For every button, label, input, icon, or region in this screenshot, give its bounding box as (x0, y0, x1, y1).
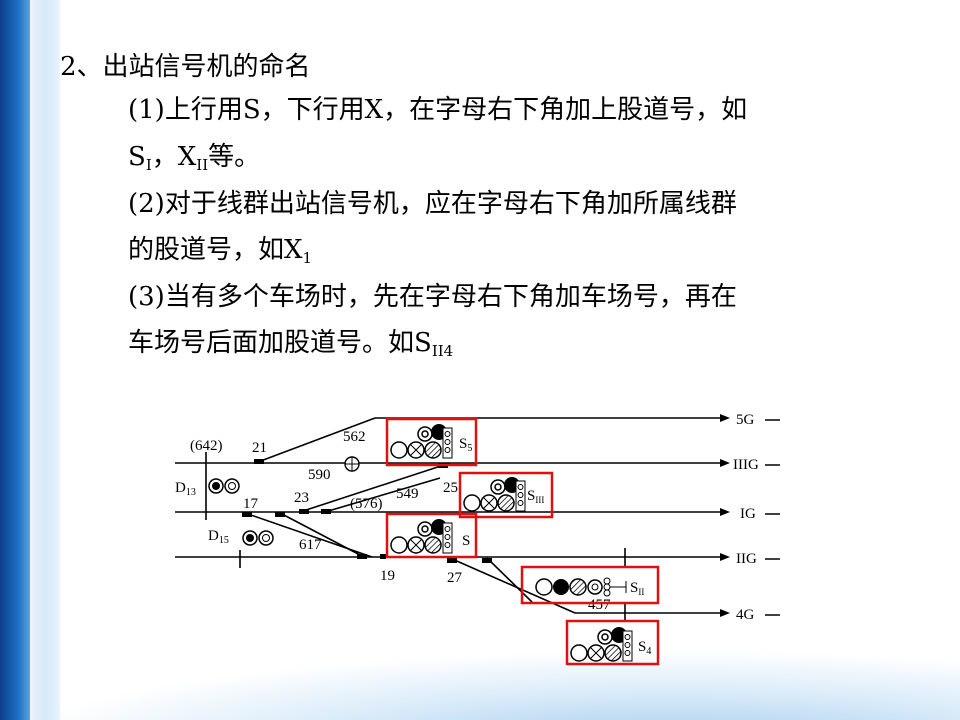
cross-signal-icon (344, 456, 360, 472)
insulation-number: 562 (343, 429, 366, 445)
track-label: IIG (736, 551, 757, 567)
switch-number: 21 (252, 440, 267, 456)
rule-3-line-2: 车场号后面加股道号。如SII4 (128, 328, 454, 360)
shunting-signal-label: D13 (175, 480, 196, 498)
signal-icon-s3 (463, 476, 526, 512)
insulation-number: (642) (190, 438, 223, 454)
signal-label: S5 (459, 436, 472, 454)
track-label: 4G (736, 607, 755, 623)
track-label: 5G (736, 412, 755, 428)
rule-2-line-1: (2)对于线群出站信号机，应在字母右下角加所属线群 (128, 189, 737, 219)
switch-number: 19 (380, 568, 395, 584)
switch-number: 25 (443, 480, 458, 496)
shunting-signal-icon (208, 478, 240, 494)
background-waves-bottom (0, 650, 960, 720)
insulation-number: 617 (299, 537, 322, 553)
insulation-number: 457 (588, 597, 611, 613)
track-direction-arrows (765, 419, 780, 616)
shunting-signal-icon (242, 530, 274, 546)
insulation-number: (576) (350, 496, 383, 512)
rule-2-line-2: 的股道号，如X1 (128, 235, 313, 267)
track-lines (175, 417, 725, 622)
insulation-number: 549 (396, 486, 419, 502)
signal-label: SIII (527, 488, 544, 505)
track-arrows (720, 414, 730, 617)
signal-label: S4 (638, 639, 651, 657)
shunting-signal-label: D15 (208, 528, 229, 546)
highlight-boxes (385, 417, 660, 666)
switch-number: 27 (447, 570, 463, 586)
switch-blocks (242, 459, 492, 563)
signal-icon-s5 (390, 423, 453, 459)
rule-1-line-2: SI，XII等。 (128, 142, 261, 174)
rule-1-line-1: (1)上行用S，下行用X，在字母右下角加上股道号，如 (128, 95, 748, 125)
signal-icon-s (390, 518, 453, 554)
signal-icon-s2 (535, 577, 627, 597)
track-label: IIIG (733, 457, 759, 473)
insulation-number: 590 (308, 467, 331, 483)
background-swoosh-highlight (30, 0, 70, 720)
switch-number: 23 (294, 490, 309, 506)
rule-3-line-1: (3)当有多个车场时，先在字母右下角加车场号，再在 (128, 282, 737, 312)
signal-label: SII (630, 580, 644, 597)
signal-label: S (462, 533, 470, 549)
switch-number: 17 (243, 496, 259, 512)
track-label: IG (740, 506, 756, 522)
section-heading: 2、出站信号机的命名 (60, 52, 311, 82)
signal-icon-s4 (570, 626, 633, 662)
